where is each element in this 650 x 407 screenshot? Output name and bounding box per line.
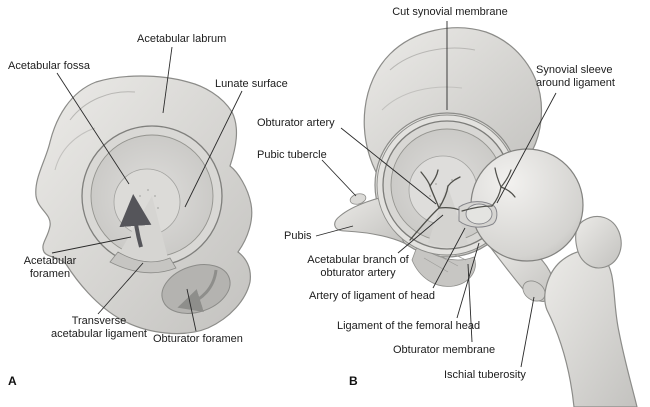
label-acetabular-labrum: Acetabular labrum — [137, 33, 227, 45]
obturator-membrane-b — [411, 243, 476, 287]
label-obturator-membrane: Obturator membrane — [393, 344, 496, 356]
label-acetabular-branch: Acetabular branch of obturator artery — [307, 254, 409, 279]
panel-a-illustration — [35, 75, 253, 335]
leader-lunate-surface — [184, 90, 243, 208]
label-obturator-foramen: Obturator foramen — [153, 333, 243, 345]
label-ischial-tuberosity: Ischial tuberosity — [444, 369, 526, 381]
label-ligament-femoral-head: Ligament of the femoral head — [337, 320, 481, 332]
foramen-arrow — [119, 194, 152, 248]
label-obturator-artery: Obturator artery — [257, 117, 335, 129]
leader-lines — [51, 21, 557, 368]
leader-pubic-tubercle — [321, 159, 357, 197]
pubic-tubercle-b — [349, 193, 367, 205]
bone-texture-line — [389, 47, 476, 71]
bone-texture-line — [381, 86, 463, 111]
leader-synovial-sleeve — [496, 92, 557, 204]
label-cut-synovial-membrane: Cut synovial membrane — [392, 6, 508, 18]
leader-ischial-tuberosity — [520, 296, 535, 368]
artery-of-ligament-branches — [461, 167, 516, 212]
label-artery-of-ligament: Artery of ligament of head — [309, 290, 435, 302]
label-lunate-surface: Lunate surface — [215, 78, 288, 90]
panel-letter-b: B — [349, 374, 358, 388]
leader-acetabular-labrum — [162, 46, 173, 114]
acetabular-notch-b — [428, 185, 468, 248]
label-transverse-ligament: Transverse acetabular ligament — [50, 315, 147, 340]
panel-letter-a: A — [8, 374, 17, 388]
leader-acetabular-fossa — [56, 72, 130, 185]
leader-pubis — [315, 225, 354, 237]
leader-ligament-femoral — [456, 242, 480, 319]
leader-obturator-artery — [340, 127, 437, 205]
synovial-sleeve — [465, 203, 493, 225]
label-synovial-sleeve: Synovial sleeve around ligament — [536, 64, 615, 89]
bone-texture-line — [69, 91, 136, 121]
leader-acetabular-branch — [397, 214, 444, 254]
leader-artery-of-ligament — [432, 227, 466, 289]
leader-obturator-foramen — [186, 288, 197, 332]
bone-texture-line — [54, 127, 96, 171]
leader-acetabular-foramen — [51, 236, 132, 254]
panel-b-illustration — [334, 27, 638, 407]
label-acetabular-fossa: Acetabular fossa — [8, 60, 90, 72]
transverse-acetabular-ligament — [109, 251, 177, 274]
label-pubic-tubercle: Pubic tubercle — [257, 149, 327, 161]
acetabular-notch — [120, 196, 168, 261]
leader-obturator-membrane — [467, 263, 473, 343]
greater-trochanter — [575, 216, 622, 269]
label-acetabular-foramen: Acetabular foramen — [23, 255, 77, 280]
leader-transverse-ligament — [97, 262, 144, 315]
label-pubis: Pubis — [284, 230, 312, 242]
ischial-tuberosity-b — [522, 280, 546, 302]
